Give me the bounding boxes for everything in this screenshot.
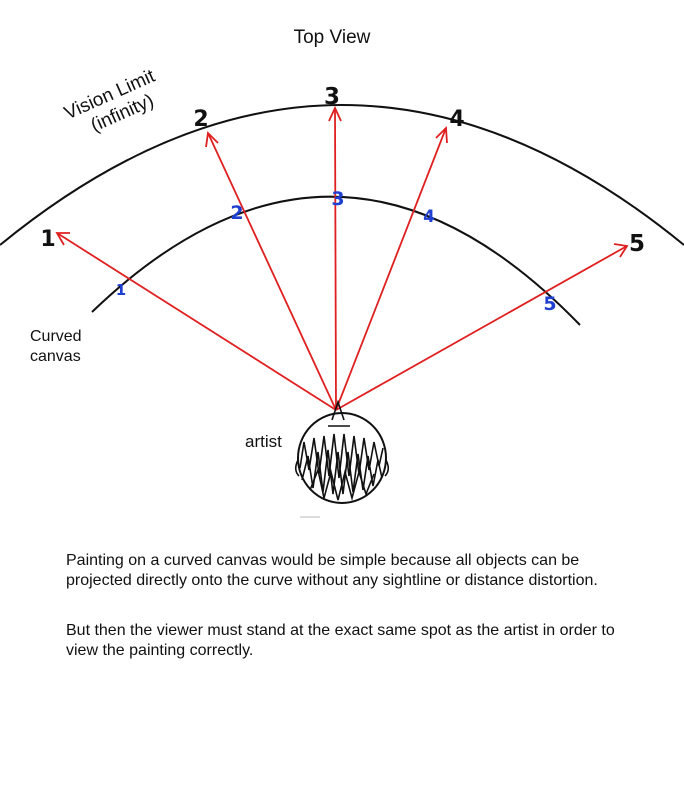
vision-limit-label: Vision Limit (infinity) <box>61 65 159 136</box>
sightline-1-arrowhead <box>55 232 70 246</box>
outer-point-4: 4 <box>449 107 464 132</box>
artist-head-icon <box>294 399 390 518</box>
sightline-2-arrowhead <box>205 131 219 148</box>
canvas-point-5: 5 <box>543 293 556 315</box>
outer-point-2: 2 <box>193 107 208 132</box>
outer-point-5: 5 <box>629 231 645 257</box>
sightline-3-arrowhead <box>328 105 342 122</box>
canvas-point-1: 1 <box>116 281 126 299</box>
outer-point-1: 1 <box>40 227 55 252</box>
outer-point-numbers: 1 2 3 4 5 <box>40 84 645 257</box>
sightline-2 <box>207 132 337 411</box>
canvas-point-3: 3 <box>331 188 344 210</box>
canvas-point-4: 4 <box>423 207 435 227</box>
canvas-point-numbers: 1 2 3 4 5 <box>116 188 557 315</box>
caption-paragraph-2: But then the viewer must stand at the ex… <box>66 622 615 659</box>
canvas-point-2: 2 <box>230 202 243 224</box>
canvas-label-line2: canvas <box>30 348 81 365</box>
artist-label: artist <box>245 432 282 451</box>
sightline-1 <box>56 232 337 411</box>
curved-canvas-arc <box>91 195 581 326</box>
sightline-3 <box>334 107 337 411</box>
sightlines <box>55 105 629 411</box>
sightline-4-arrowhead <box>435 125 448 144</box>
canvas-label-line1: Curved <box>30 328 82 345</box>
outer-point-3: 3 <box>324 84 340 110</box>
caption-paragraph-1: Painting on a curved canvas would be sim… <box>66 552 598 589</box>
sightline-5-arrowhead <box>613 243 629 258</box>
vision-limit-arc <box>0 104 684 246</box>
sightline-5 <box>335 245 628 411</box>
sightline-4 <box>335 127 447 411</box>
diagram-title: Top View <box>294 27 371 48</box>
